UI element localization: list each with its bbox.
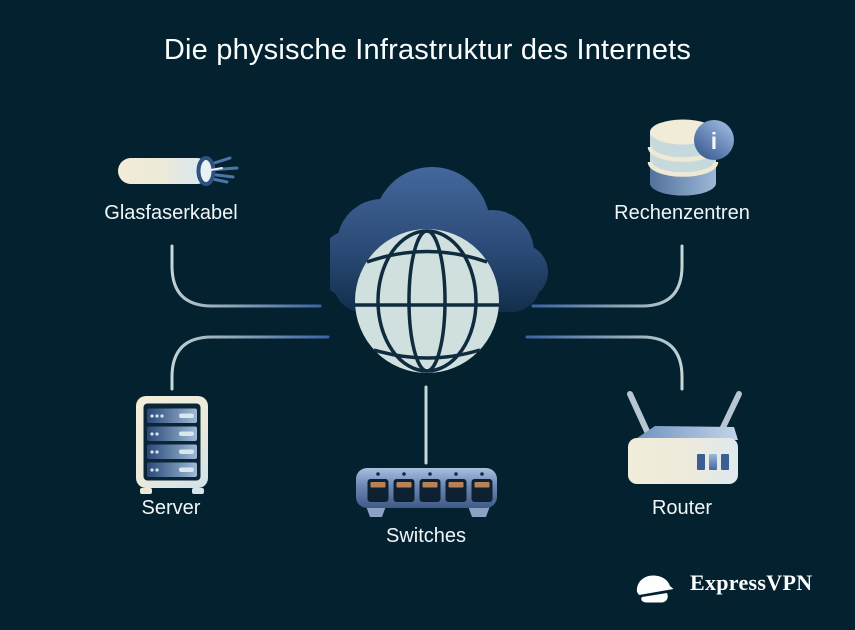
globe-shape bbox=[355, 229, 499, 373]
node-label-switches: Switches bbox=[385, 525, 467, 547]
internet-cloud-globe-icon bbox=[330, 167, 548, 373]
server-rack-icon bbox=[136, 396, 208, 494]
brand-name: ExpressVPN bbox=[690, 569, 813, 595]
expressvpn-logo-icon bbox=[636, 575, 674, 602]
info-badge: i bbox=[694, 120, 734, 160]
wifi-router-icon bbox=[627, 391, 742, 484]
info-badge-letter: i bbox=[711, 128, 717, 154]
node-label-rechenzentren: Rechenzentren bbox=[614, 202, 750, 224]
brand-lockup: ExpressVPN bbox=[630, 560, 840, 605]
node-label-server: Server bbox=[141, 497, 201, 519]
page-title: Die physische Infrastruktur des Internet… bbox=[163, 34, 692, 66]
node-label-glasfaserkabel: Glasfaserkabel bbox=[104, 202, 238, 224]
database-icon: i bbox=[647, 119, 734, 196]
fiber-optic-cable-icon bbox=[118, 156, 239, 186]
node-label-router: Router bbox=[651, 497, 713, 519]
network-switch-icon bbox=[356, 468, 497, 517]
